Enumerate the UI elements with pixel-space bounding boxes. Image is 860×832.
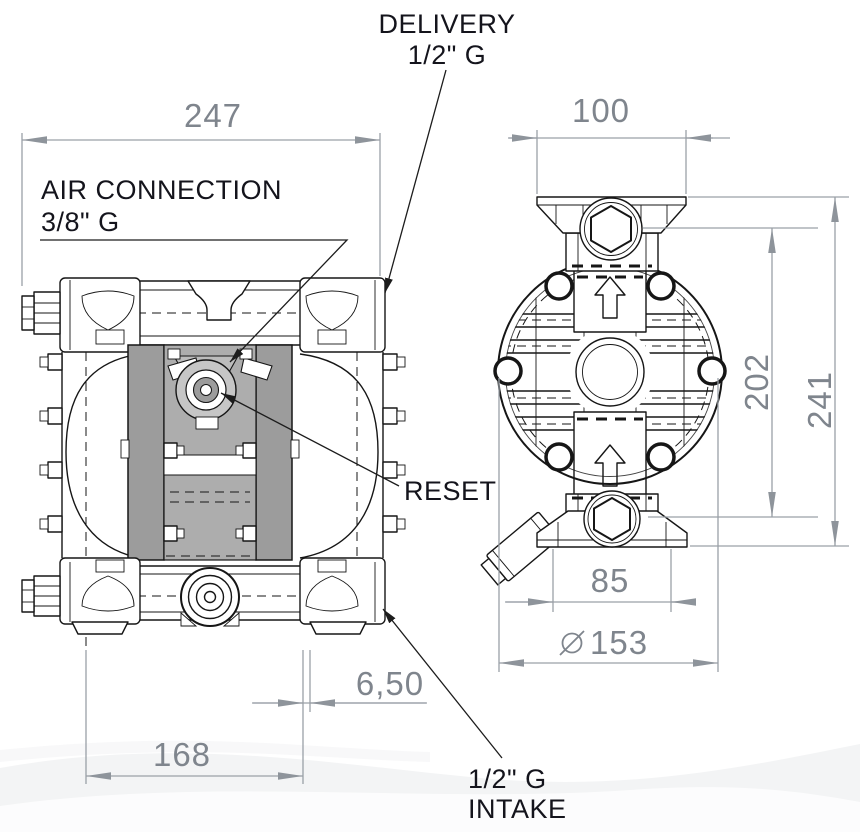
clamp-band-left <box>127 344 165 561</box>
reset-label: RESET <box>404 476 497 506</box>
diameter-symbol-icon <box>559 630 585 656</box>
front-foot-left <box>71 621 129 635</box>
front-center-port <box>180 567 240 627</box>
front-corner-block-top-right <box>299 277 386 353</box>
side-bottom-flange <box>480 490 688 586</box>
dimension-side-body-diameter: 153 <box>498 378 719 672</box>
dim-6-50: 6,50 <box>356 665 424 702</box>
background-watermark-wave <box>0 740 860 832</box>
front-corner-block-top-left <box>59 277 141 353</box>
air-connection-label-line2: 3/8" G <box>41 207 120 237</box>
dim-168: 168 <box>153 736 211 773</box>
hex-nut-bottom <box>583 490 641 548</box>
reset-knob <box>167 348 273 430</box>
front-view <box>21 277 406 648</box>
dim-153: 153 <box>590 624 648 661</box>
dimension-front-overall-width: 247 <box>21 97 381 286</box>
hex-plug-bottom-left <box>21 575 61 617</box>
center-bolts <box>163 442 257 542</box>
dimension-side-flange-width: 100 <box>508 92 730 194</box>
hex-plug-top-left <box>21 291 61 335</box>
side-view <box>480 196 727 586</box>
dimension-front-foot-spacing: 168 <box>86 736 303 780</box>
front-top-manifold <box>21 277 386 353</box>
label-reset: RESET <box>220 392 497 506</box>
air-connection-label-line1: AIR CONNECTION <box>41 175 282 205</box>
side-top-channel <box>573 269 647 333</box>
flow-arrow-up-icon <box>594 444 626 487</box>
side-center-hole <box>566 328 654 416</box>
clamp-bolts-left <box>39 353 63 533</box>
front-center-column <box>163 344 273 561</box>
dim-100: 100 <box>572 92 630 129</box>
dim-241: 241 <box>801 371 838 429</box>
dimension-side-port-height: 202 <box>643 227 818 518</box>
intake-label-line2: INTAKE <box>468 794 567 824</box>
delivery-label-line1: DELIVERY <box>378 9 515 39</box>
rim-bolt-holes <box>493 271 727 472</box>
dim-85: 85 <box>591 562 630 599</box>
delivery-throat <box>187 280 251 321</box>
label-air-connection: AIR CONNECTION 3/8" G <box>40 175 349 363</box>
dim-202: 202 <box>738 353 775 411</box>
dimension-side-foot-width: 85 <box>505 549 696 612</box>
front-corner-block-bottom-right <box>299 557 386 625</box>
hex-nut-top <box>579 197 643 261</box>
dimension-front-center-offset: 6,50 <box>85 650 427 784</box>
clamp-bolts-right <box>382 353 406 533</box>
flow-arrow-up-icon <box>594 276 626 319</box>
dimension-side-overall-height: 241 <box>688 196 849 547</box>
air-exhaust-muffler <box>480 511 561 586</box>
side-top-flange <box>536 196 687 272</box>
front-bottom-manifold <box>21 557 386 635</box>
label-intake: 1/2" G INTAKE <box>382 608 567 824</box>
dim-247: 247 <box>184 97 242 134</box>
labels: DELIVERY 1/2" G AIR CONNECTION 3/8" G RE… <box>40 9 567 824</box>
front-body <box>39 344 406 648</box>
intake-label-line1: 1/2" G <box>468 764 547 794</box>
front-corner-block-bottom-left <box>59 557 141 625</box>
delivery-label-line2: 1/2" G <box>408 40 487 70</box>
front-foot-right <box>309 621 367 635</box>
label-delivery: DELIVERY 1/2" G <box>378 9 515 294</box>
dimensions: 247 100 202 241 <box>21 92 849 784</box>
